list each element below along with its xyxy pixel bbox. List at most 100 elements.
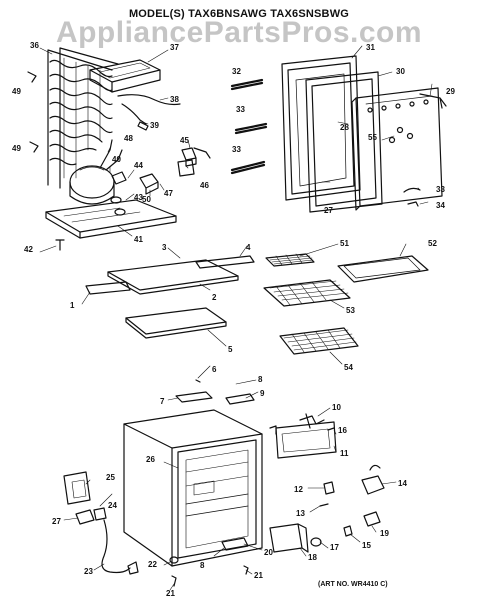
receptacle-part [75, 509, 95, 525]
callout-label: 21 [166, 589, 175, 598]
callout-label: 33 [236, 105, 245, 114]
callout-label: 21 [254, 571, 263, 580]
drain-pan-part [89, 59, 161, 93]
grommet-part [114, 208, 126, 216]
rail-part [195, 255, 255, 269]
callout-label: 9 [260, 389, 265, 398]
callout-label: 44 [134, 161, 143, 170]
capillary-part [193, 147, 211, 159]
callout-label: 54 [344, 363, 353, 372]
grommet-part [169, 556, 179, 564]
callout-label: 8 [200, 561, 205, 570]
screw-part [269, 425, 277, 435]
hinge-part [419, 93, 447, 109]
callout-label: 46 [200, 181, 209, 190]
wire-shelf-part [265, 253, 315, 267]
fitting-part [137, 121, 149, 131]
callout-label: 49 [12, 87, 21, 96]
watermark-text: AppliancePartsPros.com [55, 16, 423, 49]
callout-label: 12 [294, 485, 303, 494]
callout-label: 23 [84, 567, 93, 576]
callout-label: 13 [296, 509, 305, 518]
callout-label: 2 [212, 293, 217, 302]
clip-part [27, 71, 39, 153]
art-number-label: (ART NO. WR4410 C) [318, 581, 388, 588]
wiring-part [361, 464, 385, 495]
callout-label: 27 [324, 206, 333, 215]
callout-label: 40 [112, 155, 121, 164]
callout-label: 6 [212, 365, 217, 374]
bracket-part [175, 391, 213, 403]
callout-label: 17 [330, 543, 339, 552]
callout-label: 4 [246, 243, 251, 252]
door-liner-part [305, 71, 383, 213]
callout-label: 29 [446, 87, 455, 96]
relay-part [111, 171, 127, 185]
callout-label: 42 [24, 245, 33, 254]
handle-part [403, 187, 421, 193]
plate-part [221, 537, 249, 551]
crisper-cover-part [125, 307, 227, 339]
control-box-part [269, 523, 309, 553]
callout-label: 51 [340, 239, 349, 248]
callout-label: 31 [366, 43, 375, 52]
callout-label: 11 [340, 449, 349, 458]
callout-label: 55 [368, 133, 377, 142]
callout-label: 10 [332, 403, 341, 412]
condenser-coil-part [47, 47, 119, 189]
rod-part [230, 160, 266, 175]
callout-label: 33 [436, 185, 445, 194]
callout-label: 45 [180, 136, 189, 145]
callout-label: 33 [232, 145, 241, 154]
thermostat-knob-part [177, 159, 195, 177]
callout-label: 19 [380, 529, 389, 538]
plug-part [127, 561, 139, 575]
plug-part [363, 511, 381, 527]
callout-label: 38 [170, 95, 179, 104]
callout-label: 41 [134, 235, 143, 244]
light-cover-part [275, 421, 337, 459]
callout-label: 20 [264, 548, 273, 557]
rail-part [85, 281, 131, 295]
door-part [351, 87, 443, 211]
callout-label: 26 [146, 455, 155, 464]
callout-label: 8 [258, 375, 263, 384]
screw-part [195, 379, 201, 383]
frame-part [337, 255, 429, 283]
callout-label: 49 [12, 144, 21, 153]
receptacle-part [93, 507, 107, 521]
callout-label: 15 [362, 541, 371, 550]
glass-shelf-part [107, 259, 239, 295]
callout-label: 52 [428, 239, 437, 248]
callout-label: 28 [340, 123, 349, 132]
callout-label: 48 [124, 134, 133, 143]
knob-part [310, 537, 322, 547]
hinge-bracket-part [299, 413, 325, 429]
switch-part [319, 503, 329, 507]
wire-shelf-part [279, 327, 359, 355]
callout-label: 5 [228, 345, 233, 354]
socket-part [323, 481, 335, 495]
screw-part [171, 575, 177, 587]
cabinet-part [123, 409, 263, 567]
compressor-part [69, 139, 123, 205]
callout-label: 24 [108, 501, 117, 510]
callout-label: 18 [308, 553, 317, 562]
callout-label: 50 [142, 195, 151, 204]
callout-label: 14 [398, 479, 407, 488]
callout-label: 27 [52, 517, 61, 526]
callout-label: 25 [106, 473, 115, 482]
thermostat-part [181, 147, 197, 167]
callout-label: 3 [162, 243, 167, 252]
screw-part [327, 427, 335, 431]
base-pan-part [45, 199, 177, 239]
callout-label: 39 [150, 121, 159, 130]
callout-label: 30 [396, 67, 405, 76]
wire-shelf-part [263, 279, 351, 307]
screw-part [243, 565, 249, 575]
screw-part [343, 525, 353, 537]
callout-label: 22 [148, 560, 157, 569]
diagram-title: MODEL(S) TAX6BNSAWG TAX6SNSBWG [128, 8, 350, 20]
screw-part [55, 239, 65, 251]
